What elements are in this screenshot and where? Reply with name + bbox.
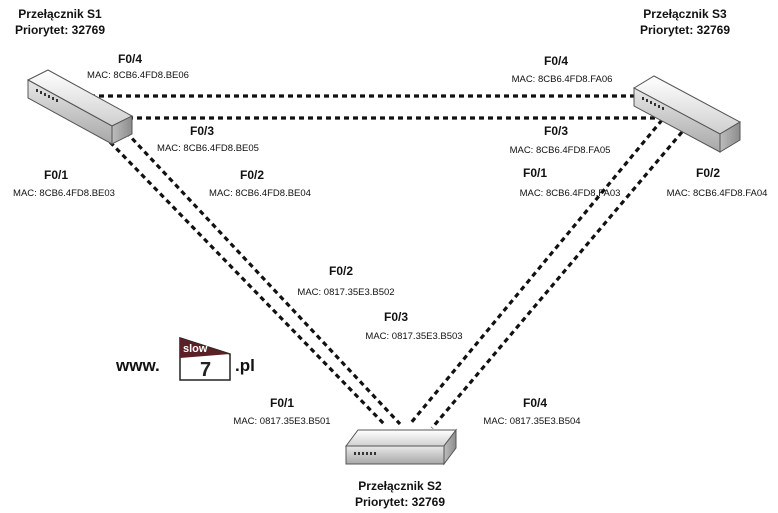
s1-f03-port: F0/3 [189, 124, 215, 138]
switch-s3-label: Przełącznik S3 Priorytet: 32769 [626, 6, 744, 38]
s1-f04-port: F0/4 [117, 52, 143, 66]
s2-f02-mac: MAC: 0817.35E3.B502 [297, 287, 395, 298]
slow7-logo-icon: slow 7 [179, 336, 231, 381]
switch-s2-priority: Priorytet: 32769 [354, 495, 446, 509]
s2-f03-port: F0/3 [383, 310, 409, 324]
link-s3-s2-f04 [430, 130, 684, 430]
s1-f02-port: F0/2 [239, 168, 265, 182]
link-s3-s2-f03 [408, 118, 664, 426]
switch-s2-name: Przełącznik S2 [358, 479, 442, 493]
s3-f01-port: F0/1 [522, 166, 548, 180]
s1-f01-port: F0/1 [43, 168, 69, 182]
s2-f01-mac: MAC: 0817.35E3.B501 [233, 416, 331, 427]
s3-f02-port: F0/2 [695, 166, 721, 180]
s1-f04-mac: MAC: 8CB6.4FD8.BE06 [87, 70, 189, 81]
logo-top-text: slow [183, 343, 208, 355]
switch-s3-icon [632, 75, 742, 153]
s3-f03-port: F0/3 [543, 124, 569, 138]
logo-digit-text: 7 [200, 359, 211, 381]
switch-s2-label: Przełącznik S2 Priorytet: 32769 [340, 478, 460, 510]
link-s1-s2-f01 [108, 140, 387, 427]
link-s1-s2-f02 [124, 130, 402, 426]
s3-f02-mac: MAC: 8CB6.4FD8.FA04 [666, 188, 768, 199]
switch-s1-label: Przełącznik S1 Priorytet: 32769 [4, 6, 116, 38]
s3-f01-mac: MAC: 8CB6.4FD8.FA03 [519, 188, 621, 199]
switch-s1-priority: Priorytet: 32769 [14, 23, 106, 37]
s2-f02-port: F0/2 [328, 264, 354, 278]
watermark-suffix: .pl [235, 356, 255, 375]
s3-f04-mac: MAC: 8CB6.4FD8.FA06 [511, 74, 613, 85]
switch-s3-priority: Priorytet: 32769 [639, 23, 731, 37]
s3-f03-mac: MAC: 8CB6.4FD8.FA05 [509, 145, 611, 156]
switch-s2-icon [345, 428, 457, 466]
watermark-prefix: www. [116, 356, 160, 375]
switch-s1-name: Przełącznik S1 [18, 7, 102, 21]
s1-f01-mac: MAC: 8CB6.4FD8.BE03 [13, 188, 115, 199]
s3-f04-port: F0/4 [543, 54, 569, 68]
s1-f02-mac: MAC: 8CB6.4FD8.BE04 [209, 188, 311, 199]
s1-f03-mac: MAC: 8CB6.4FD8.BE05 [157, 143, 259, 154]
s2-f01-port: F0/1 [269, 396, 295, 410]
switch-s1-icon [26, 69, 134, 145]
s2-f04-mac: MAC: 0817.35E3.B504 [483, 416, 581, 427]
s2-f04-port: F0/4 [522, 396, 548, 410]
watermark-logo: www. slow 7 .pl [116, 336, 266, 386]
s2-f03-mac: MAC: 0817.35E3.B503 [365, 331, 463, 342]
switch-s3-name: Przełącznik S3 [643, 7, 727, 21]
